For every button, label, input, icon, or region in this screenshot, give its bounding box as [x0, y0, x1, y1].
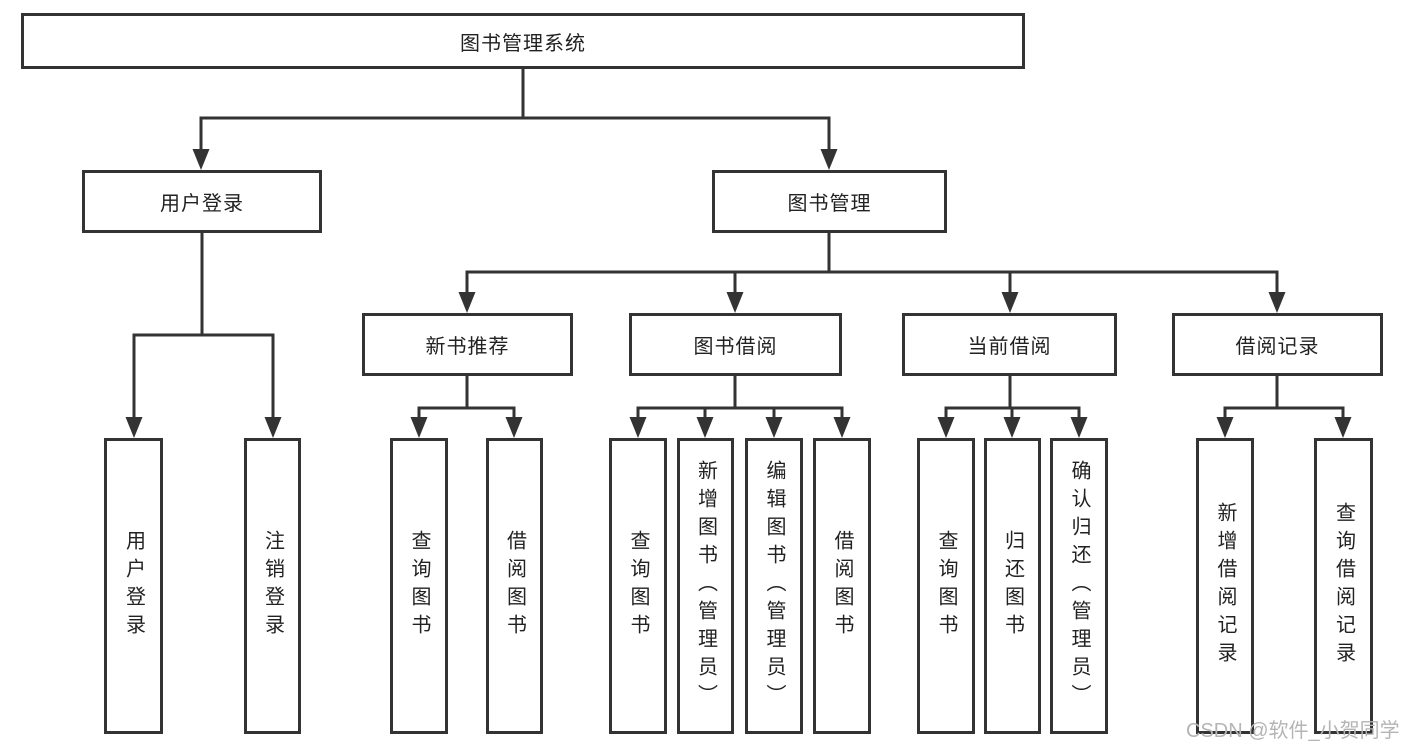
leaf-bb-query-books: 查询图书	[609, 438, 667, 734]
node-book-borrow-label: 图书借阅	[693, 336, 778, 358]
leaf-cb-confirm-return-admin: 确认归还（管理员）	[1050, 438, 1108, 734]
node-borrow-records-label: 借阅记录	[1235, 336, 1320, 358]
leaf-logout: 注销登录	[244, 438, 301, 734]
node-user-login: 用户登录	[82, 170, 322, 233]
node-root-label: 图书管理系统	[460, 32, 586, 55]
leaf-bb-borrow-books: 借阅图书	[813, 438, 871, 734]
node-current-borrow-label: 当前借阅	[967, 336, 1052, 358]
leaf-br-query-record: 查询借阅记录	[1314, 438, 1373, 734]
leaf-bb-add-books-admin: 新增图书（管理员）	[677, 438, 734, 734]
node-book-borrow: 图书借阅	[629, 313, 842, 376]
leaf-bb-query-books-label: 查询图书	[627, 530, 649, 642]
leaf-user-login-label: 用户登录	[122, 530, 145, 642]
node-new-book-recommend: 新书推荐	[362, 313, 573, 376]
node-book-management-label: 图书管理	[787, 193, 872, 215]
node-user-login-label: 用户登录	[160, 193, 244, 215]
node-root: 图书管理系统	[21, 13, 1025, 69]
leaf-cb-confirm-return-admin-label: 确认归还（管理员）	[1068, 460, 1090, 712]
leaf-bb-borrow-books-label: 借阅图书	[831, 530, 853, 642]
node-borrow-records: 借阅记录	[1172, 313, 1383, 376]
leaf-cb-query-books-label: 查询图书	[935, 530, 957, 642]
leaf-br-add-record: 新增借阅记录	[1196, 438, 1254, 734]
leaf-bb-edit-books-admin-label: 编辑图书（管理员）	[763, 460, 785, 712]
leaf-nb-query-books-label: 查询图书	[408, 530, 430, 642]
leaf-user-login: 用户登录	[104, 438, 163, 734]
leaf-nb-query-books: 查询图书	[390, 438, 448, 734]
leaf-br-query-record-label: 查询借阅记录	[1332, 502, 1355, 670]
arrowhead-icons	[125, 149, 1352, 438]
leaf-cb-return-books: 归还图书	[984, 438, 1041, 734]
node-current-borrow: 当前借阅	[902, 313, 1117, 376]
leaf-bb-add-books-admin-label: 新增图书（管理员）	[694, 460, 717, 712]
leaf-bb-edit-books-admin: 编辑图书（管理员）	[745, 438, 803, 734]
watermark-text: CSDN @软件_小贺同学	[1186, 720, 1400, 742]
leaf-cb-query-books: 查询图书	[917, 438, 975, 734]
leaf-nb-borrow-books: 借阅图书	[486, 438, 543, 734]
leaf-br-add-record-label: 新增借阅记录	[1214, 502, 1236, 670]
node-book-management: 图书管理	[712, 170, 947, 233]
leaf-cb-return-books-label: 归还图书	[1001, 530, 1024, 642]
node-new-book-recommend-label: 新书推荐	[425, 336, 510, 358]
leaf-logout-label: 注销登录	[261, 530, 284, 642]
leaf-nb-borrow-books-label: 借阅图书	[503, 530, 526, 642]
